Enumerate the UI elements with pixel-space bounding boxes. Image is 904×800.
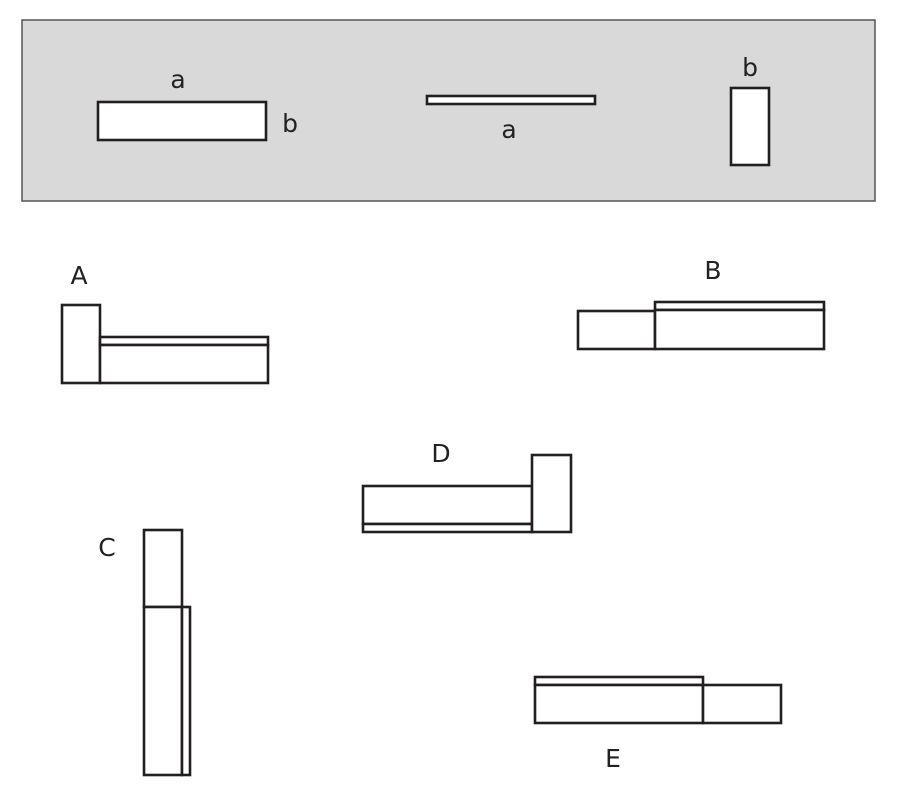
option-c-label: C [98,533,115,562]
wide-piece-rect [96,100,268,142]
option-b[interactable]: B [576,256,826,351]
reference-tall-piece: b [729,53,771,167]
option-a-tall-piece [60,303,102,385]
reference-panel: a b a b [21,19,876,202]
reference-thin-piece: a [425,94,597,144]
option-a-label: A [70,261,87,290]
wide-piece-side-label: b [282,109,298,138]
option-d-label: D [431,439,450,468]
option-b-label: B [704,256,721,285]
option-e-wide-piece [533,683,705,725]
option-c[interactable]: C [98,528,192,777]
reference-wide-piece: a b [96,65,298,142]
wide-piece-top-label: a [170,65,185,94]
option-b-wide-piece [653,308,826,351]
thin-piece-bottom-label: a [501,115,516,144]
option-c-thin-piece [180,605,192,777]
option-e-short-piece [701,683,783,725]
thin-piece-rect [425,94,597,106]
option-e[interactable]: E [533,675,783,773]
option-d-tall-piece [530,453,573,534]
tall-piece-top-label: b [742,53,758,82]
option-b-short-piece [576,309,657,351]
option-c-long-piece [142,605,184,777]
option-d-wide-piece [361,484,534,526]
option-c-top-piece [142,528,184,609]
option-d[interactable]: D [361,439,573,534]
option-a-wide-piece [98,343,270,385]
tall-piece-rect [729,86,771,167]
option-e-label: E [605,744,621,773]
option-d-thin-piece [361,522,534,534]
option-a[interactable]: A [60,261,270,385]
